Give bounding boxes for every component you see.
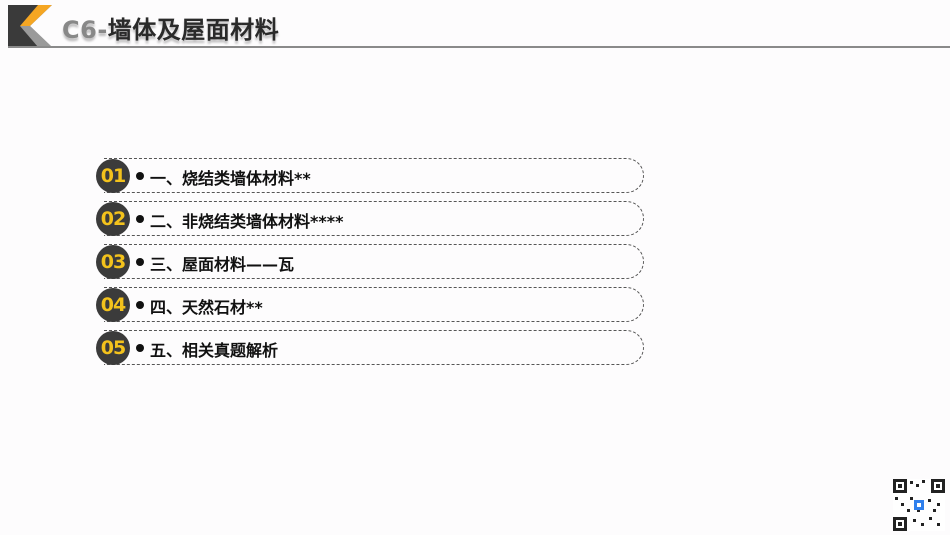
bullet-icon xyxy=(136,301,144,309)
number-badge: 04 xyxy=(96,288,130,322)
toc-item-04[interactable]: 04 四、天然石材** xyxy=(96,286,644,323)
dashed-pill-frame xyxy=(104,287,644,322)
toc-item-label: 四、天然石材** xyxy=(150,298,263,317)
toc-item-label: 一、烧结类墙体材料** xyxy=(150,169,311,188)
title-code: C6- xyxy=(62,16,108,44)
number-badge: 02 xyxy=(96,202,130,236)
number-badge: 05 xyxy=(96,331,130,365)
dashed-pill-frame xyxy=(104,201,644,236)
qr-code-icon xyxy=(893,479,945,531)
bullet-icon xyxy=(136,172,144,180)
bullet-icon xyxy=(136,344,144,352)
number-badge: 01 xyxy=(96,159,130,193)
dashed-pill-frame xyxy=(104,330,644,365)
page-title: C6-墙体及屋面材料 xyxy=(62,10,279,45)
toc-item-05[interactable]: 05 五、相关真题解析 xyxy=(96,329,644,366)
dashed-pill-frame xyxy=(104,158,644,193)
slide-header: C6-墙体及屋面材料 xyxy=(0,0,950,50)
toc-item-label: 三、屋面材料——瓦 xyxy=(150,255,295,274)
dashed-pill-frame xyxy=(104,244,644,279)
toc-item-02[interactable]: 02 二、非烧结类墙体材料**** xyxy=(96,200,644,237)
toc-item-01[interactable]: 01 一、烧结类墙体材料** xyxy=(96,157,644,194)
toc-item-label: 五、相关真题解析 xyxy=(150,341,279,360)
header-divider xyxy=(8,46,950,48)
toc-item-label: 二、非烧结类墙体材料**** xyxy=(150,212,344,231)
number-badge: 03 xyxy=(96,245,130,279)
bullet-icon xyxy=(136,215,144,223)
toc-item-03[interactable]: 03 三、屋面材料——瓦 xyxy=(96,243,644,280)
title-text: 墙体及屋面材料 xyxy=(107,16,280,44)
bullet-icon xyxy=(136,258,144,266)
chevron-logo-icon xyxy=(8,5,64,47)
toc-list: 01 一、烧结类墙体材料** 02 二、非烧结类墙体材料**** 03 三、屋面… xyxy=(96,157,644,372)
